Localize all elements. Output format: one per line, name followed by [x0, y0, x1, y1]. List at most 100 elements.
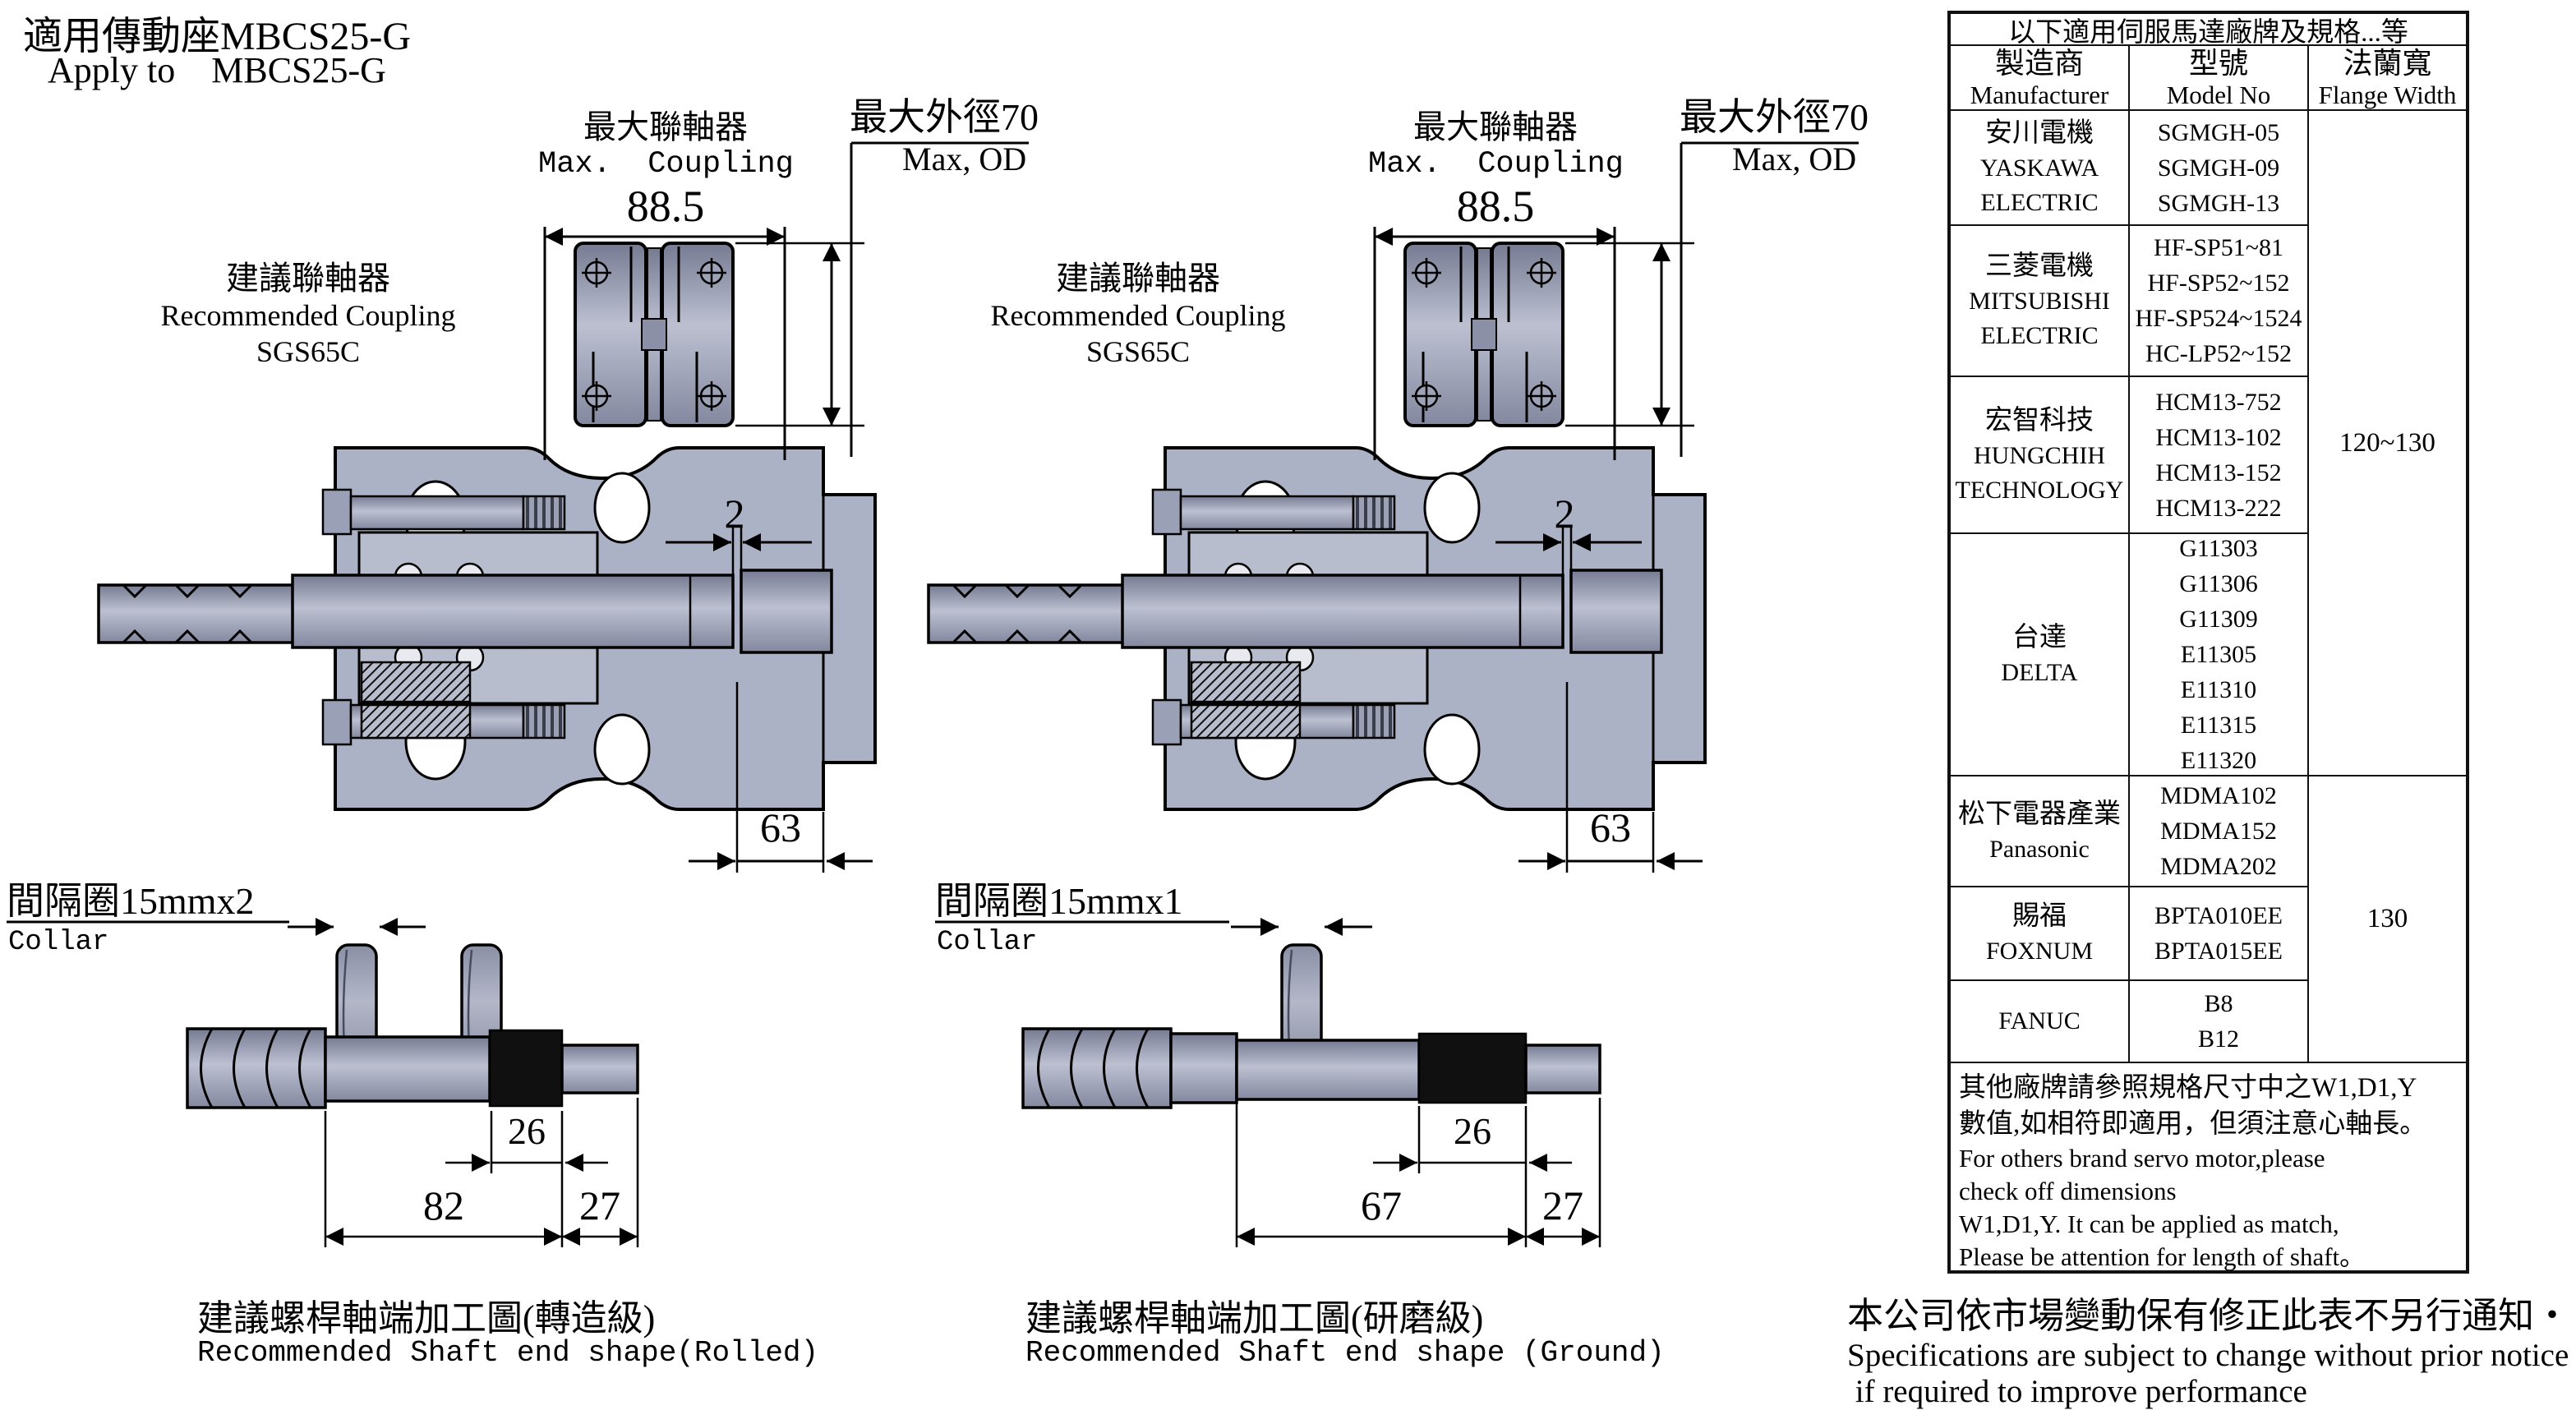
left-63-dim: 63 — [760, 804, 801, 850]
model-line: B8 — [2204, 990, 2233, 1017]
model-line: BPTA015EE — [2154, 938, 2283, 965]
model-line: SGMGH-09 — [2157, 154, 2280, 182]
left-collar-en: Collar — [8, 927, 109, 958]
center-shaft-caption-zh: 建議螺桿軸端加工圖(研磨級) — [1025, 1298, 1484, 1339]
model-line: HF-SP51~81 — [2154, 234, 2283, 261]
footer-line-zh: 本公司依市場變動保有修正此表不另行通知・ — [1847, 1296, 2570, 1336]
model-line: E11310 — [2180, 676, 2257, 703]
model-line: G11309 — [2179, 606, 2258, 633]
col-header-model: 型號 Model No — [2130, 46, 2309, 111]
mfr-line: FOXNUM — [1985, 938, 2094, 965]
center-max-coupling-en: Max. Coupling — [1368, 147, 1624, 182]
note-line: 數值,如相符即適用，但須注意心軸長。 — [1959, 1109, 2427, 1139]
left-82-dim: 82 — [423, 1182, 464, 1228]
model-cell-panasonic: MDMA102 MDMA152 MDMA202 — [2130, 776, 2309, 887]
model-line: MDMA102 — [2160, 782, 2277, 809]
mfr-line: DELTA — [2001, 658, 2078, 686]
model-cell-yaskawa: SGMGH-05 SGMGH-09 SGMGH-13 — [2130, 111, 2309, 226]
left-collar-label: 間隔圈15mmx2 — [7, 880, 255, 922]
mfr-cell-fanuc: FANUC — [1951, 981, 2130, 1063]
left-max-coupling-value: 88.5 — [626, 182, 705, 231]
model-cell-mitsubishi: HF-SP51~81 HF-SP52~152 HF-SP524~1524 HC-… — [2130, 226, 2309, 377]
center-coupling-note-zh: 建議聯軸器 — [1056, 260, 1220, 297]
table-note: 其他廠牌請參照規格尺寸中之W1,D1,Y 數值,如相符即適用，但須注意心軸長。 … — [1951, 1063, 2466, 1280]
left-collar-dim — [7, 918, 426, 936]
page-title-zh: 適用傳動座MBCS25-G — [23, 15, 412, 58]
mfr-cell-yaskawa: 安川電機 YASKAWA ELECTRIC — [1951, 111, 2130, 226]
table-title-text: 以下適用伺服馬達廠牌及規格...等 — [2008, 17, 2408, 48]
left-coupling-model: SGS65C — [256, 335, 361, 368]
center-collar-en: Collar — [937, 927, 1038, 958]
mfr-line: MITSUBISHI — [1969, 288, 2110, 315]
model-line: E11315 — [2180, 712, 2257, 739]
center-max-od-zh: 最大外徑70 — [1680, 96, 1869, 138]
center-gap-dim: 2 — [1554, 491, 1575, 537]
model-line: HCM13-752 — [2155, 388, 2282, 416]
note-line: W1,D1,Y. It can be applied as match, — [1959, 1210, 2339, 1238]
mfr-line: 賜福 — [2012, 901, 2067, 931]
center-26-dim: 26 — [1454, 1110, 1491, 1152]
mfr-line: FANUC — [1998, 1007, 2081, 1034]
header-mfr-en: Manufacturer — [1970, 80, 2109, 109]
center-coupling-note-en: Recommended Coupling — [990, 299, 1286, 332]
model-line: HF-SP524~1524 — [2135, 305, 2302, 332]
col-header-manufacturer: 製造商 Manufacturer — [1951, 46, 2130, 111]
left-gap-dim: 2 — [724, 491, 745, 537]
note-line: check off dimensions — [1959, 1177, 2177, 1205]
left-shaft-caption-zh: 建議螺桿軸端加工圖(轉造級) — [197, 1298, 656, 1339]
model-line: B12 — [2197, 1025, 2239, 1053]
model-line: HC-LP52~152 — [2145, 340, 2292, 367]
model-cell-fanuc: B8 B12 — [2130, 981, 2309, 1063]
header-flange-en: Flange Width — [2318, 80, 2457, 109]
flange-cell-upper: 120~130 — [2309, 111, 2466, 776]
model-line: E11305 — [2180, 641, 2257, 668]
center-collar-dim — [935, 918, 1372, 936]
center-shaft-caption-en: Recommended Shaft end shape (Ground) — [1025, 1336, 1665, 1370]
note-line: Please be attention for length of shaft。 — [1959, 1242, 2366, 1271]
mfr-cell-mitsubishi: 三菱電機 MITSUBISHI ELECTRIC — [1951, 226, 2130, 377]
mfr-line: HUNGCHIH — [1974, 441, 2105, 469]
note-line: For others brand servo motor,please — [1959, 1144, 2325, 1173]
center-shaft-end-drawing — [1021, 1027, 1601, 1247]
mfr-line: 松下電器產業 — [1958, 799, 2121, 829]
left-max-od-en: Max, OD — [902, 141, 1027, 177]
mfr-line: 宏智科技 — [1985, 405, 2094, 435]
header-mfr-zh: 製造商 — [1994, 46, 2084, 80]
center-coupling-model: SGS65C — [1085, 335, 1191, 368]
center-27-dim: 27 — [1542, 1182, 1583, 1228]
left-shaft-caption-en: Recommended Shaft end shape(Rolled) — [197, 1336, 819, 1370]
model-cell-delta: G11303 G11306 G11309 E11305 E11310 E1131… — [2130, 534, 2309, 776]
model-line: MDMA202 — [2160, 853, 2277, 880]
left-max-coupling-en: Max. Coupling — [538, 147, 794, 182]
mfr-cell-hungchih: 宏智科技 HUNGCHIH TECHNOLOGY — [1951, 377, 2130, 534]
model-line: HF-SP52~152 — [2147, 270, 2290, 297]
header-flange-zh: 法蘭寬 — [2343, 46, 2432, 80]
center-max-coupling-zh: 最大聯軸器 — [1413, 108, 1578, 145]
footer-line-en1: Specifications are subject to change wit… — [1847, 1338, 2569, 1373]
left-max-coupling-zh: 最大聯軸器 — [583, 108, 748, 145]
left-26-dim: 26 — [508, 1110, 546, 1152]
mfr-line: 三菱電機 — [1985, 251, 2094, 281]
header-model-zh: 型號 — [2188, 46, 2248, 80]
left-coupling-note: 建議聯軸器 Recommended Coupling SGS65C — [148, 260, 468, 370]
footer-disclaimer: 本公司依市場變動保有修正此表不另行通知・ Specifications are … — [1847, 1295, 2570, 1410]
model-line: HCM13-152 — [2155, 458, 2282, 486]
mfr-line: YASKAWA — [1979, 154, 2099, 182]
model-line: SGMGH-13 — [2157, 189, 2280, 217]
left-coupling-note-zh: 建議聯軸器 — [226, 260, 390, 297]
model-cell-hungchih: HCM13-752 HCM13-102 HCM13-152 HCM13-222 — [2130, 377, 2309, 534]
center-67-dim: 67 — [1361, 1182, 1402, 1228]
model-line: MDMA152 — [2160, 818, 2277, 845]
left-max-coupling: 最大聯軸器 Max. Coupling 88.5 — [538, 108, 794, 231]
model-line: SGMGH-05 — [2157, 118, 2280, 146]
model-line: G11306 — [2179, 570, 2258, 597]
table-title: 以下適用伺服馬達廠牌及規格...等 — [1951, 14, 2466, 48]
mfr-line: ELECTRIC — [1980, 189, 2099, 216]
center-max-od: 最大外徑70 Max, OD — [1680, 95, 1869, 179]
flange-lower-value: 130 — [2366, 904, 2408, 933]
model-line: G11303 — [2179, 535, 2258, 562]
mfr-line: TECHNOLOGY — [1955, 476, 2124, 504]
model-line: E11320 — [2180, 747, 2257, 774]
mfr-line: Panasonic — [1989, 835, 2090, 863]
